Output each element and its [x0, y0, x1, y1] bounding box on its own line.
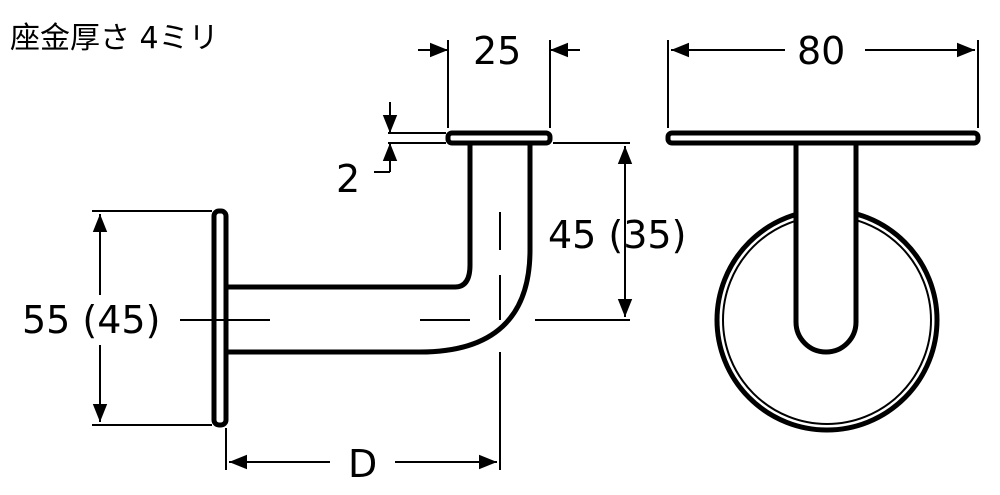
dim-wall-plate-height-label: 55 (45)	[22, 298, 160, 342]
side-view	[211, 130, 553, 428]
dim-flange-thickness	[374, 102, 446, 173]
front-base-plate	[665, 130, 981, 146]
dim-flange-thickness-label: 2	[336, 157, 360, 201]
dim-arm-height	[535, 142, 633, 321]
dim-wall-plate-height	[92, 210, 212, 426]
dim-projection	[225, 352, 501, 470]
front-view	[665, 130, 981, 433]
dim-projection-label: D	[348, 442, 377, 486]
front-stem	[793, 140, 859, 355]
dim-flange-width	[418, 40, 580, 128]
dim-base-width	[667, 40, 979, 128]
arm-outer	[223, 140, 533, 355]
dim-flange-width-label: 25	[473, 29, 521, 73]
side-centerlines	[180, 212, 501, 321]
top-flange	[445, 130, 553, 146]
dim-base-width-label: 80	[797, 29, 845, 73]
dim-arm-height-label: 45 (35)	[548, 213, 686, 257]
wall-plate	[211, 208, 229, 428]
arm-inner	[223, 140, 473, 290]
washer-thickness-note: 座金厚さ 4ミリ	[10, 21, 219, 56]
